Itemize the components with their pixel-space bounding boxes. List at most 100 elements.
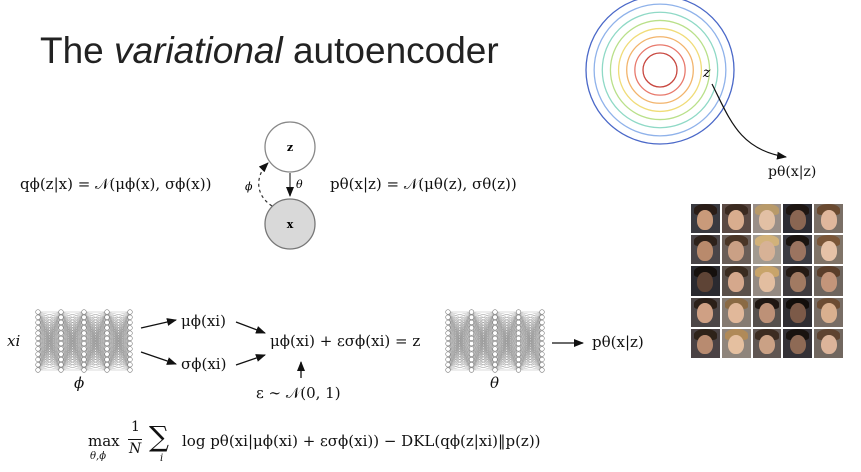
network-node [127,346,133,352]
network-node [515,346,522,352]
face-hair [693,328,717,340]
network-edge [447,311,472,371]
network-edge [60,359,85,371]
network-edge [447,311,472,339]
node-x-label: x [287,218,294,231]
network-node [492,335,498,341]
face-sample [783,297,813,327]
arrow-sigma-to-z [235,354,266,366]
network-node [539,309,545,315]
face-sample [691,235,720,265]
face-sample [752,297,782,327]
network-node [104,367,110,373]
face-hair [786,328,810,340]
face-sample [814,204,843,234]
network-node [445,341,451,347]
network-edge [83,311,108,344]
network-edge [106,311,131,328]
face-head [789,303,806,324]
network-node [104,325,110,331]
network-node [81,314,87,320]
network-node [492,346,498,352]
network-edge [518,359,543,371]
network-node [539,346,545,352]
face-head [728,334,745,355]
network-node [492,309,498,315]
network-edge [60,311,85,360]
face-hair [817,204,841,216]
network-node [81,346,87,352]
network-edge [37,311,62,318]
network-node [468,325,475,331]
face-sample [691,266,720,296]
network-edge [37,311,62,360]
face-sample [721,266,751,296]
network-edge [494,311,519,318]
face-head [820,303,837,324]
reparameterization: μϕ(xi) + εσϕ(xi) = z [270,332,421,350]
network-edge [447,332,472,371]
sum-subscript: i [160,453,164,464]
network-node [35,351,41,357]
network-edge [106,343,131,371]
face-head [758,334,776,355]
network-node [81,319,87,326]
face-sample [752,235,782,265]
network-node [35,330,41,336]
network-edge [83,311,108,323]
network-edge [37,343,62,371]
network-edge [447,311,472,365]
network-edge [471,322,496,371]
network-edge [494,327,519,371]
face-hair [724,204,748,216]
network-node [468,356,475,363]
sigma-output: σϕ(xi) [181,355,227,373]
latent-ring [626,36,694,104]
fraction-denominator: N [129,441,142,457]
network-edge [37,327,62,371]
network-edge [518,311,543,344]
face-sample [814,328,843,358]
network-edge [106,311,131,344]
face-head [728,272,745,293]
network-edge [37,311,62,371]
face-head [820,272,837,293]
network-edge [447,311,472,360]
face-sample [752,204,782,234]
network-node [539,325,545,331]
arrow-mu-to-z [235,321,266,334]
latent-to-decoder-arrow [711,83,787,160]
network-node [127,341,133,347]
encoder-network [35,309,133,373]
network-edge [471,311,496,334]
network-node [539,314,545,320]
face-hair [786,297,810,309]
encoder-param-label: ϕ [74,374,85,392]
network-edge [106,348,131,371]
fraction-bar [128,439,142,440]
network-node [492,356,498,363]
network-edge [106,311,131,360]
latent-space-rings [585,0,735,145]
network-edge [471,311,496,355]
network-edge [37,354,62,371]
network-node [35,325,41,331]
network-node [35,356,41,363]
network-edge [106,354,131,371]
network-edge [106,327,131,371]
network-edge [37,364,62,371]
face-hair [724,266,748,278]
network-edge [494,311,519,350]
latent-ring [593,3,727,137]
network-node [104,309,110,315]
face-head [758,272,776,293]
network-node [104,362,110,368]
face-hair [693,266,717,278]
network-edge [37,359,62,371]
face-head [820,241,837,261]
network-edge [37,311,62,355]
network-node [515,341,522,347]
network-node [35,341,41,347]
network-edge [447,322,472,371]
latent-ring [609,19,711,121]
